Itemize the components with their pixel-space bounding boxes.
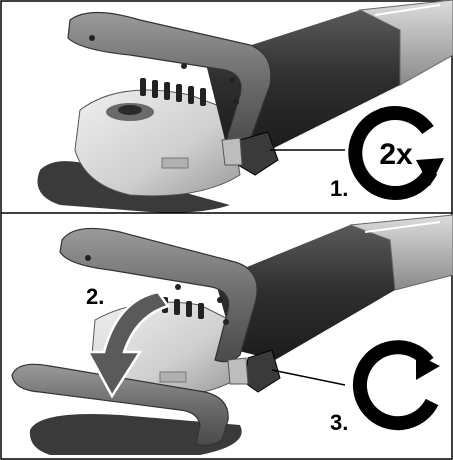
vent-slots — [140, 78, 206, 106]
bottom-panel: 2. 3. — [11, 214, 453, 455]
step-2-label: 2. — [86, 284, 104, 309]
repeat-count-badge: 2x — [379, 138, 413, 171]
bow-handle-lowered — [11, 363, 229, 446]
disc-guard-bottom — [29, 414, 242, 455]
rotate-ccw-icon — [348, 106, 444, 200]
swing-arrow-icon — [85, 290, 171, 399]
step-3-label: 3. — [330, 410, 348, 435]
rear-handle-bottom — [349, 214, 453, 291]
handle-screws — [89, 35, 239, 105]
motor-housing-bottom — [215, 225, 395, 360]
rear-handle — [358, 0, 453, 86]
rotate-cw-icon — [352, 340, 440, 431]
callout-line-bottom — [271, 369, 346, 386]
label-plate — [161, 157, 189, 169]
top-panel: 2x 1. — [37, 0, 453, 213]
gear-head — [74, 89, 241, 197]
step-1-label: 1. — [330, 176, 348, 201]
